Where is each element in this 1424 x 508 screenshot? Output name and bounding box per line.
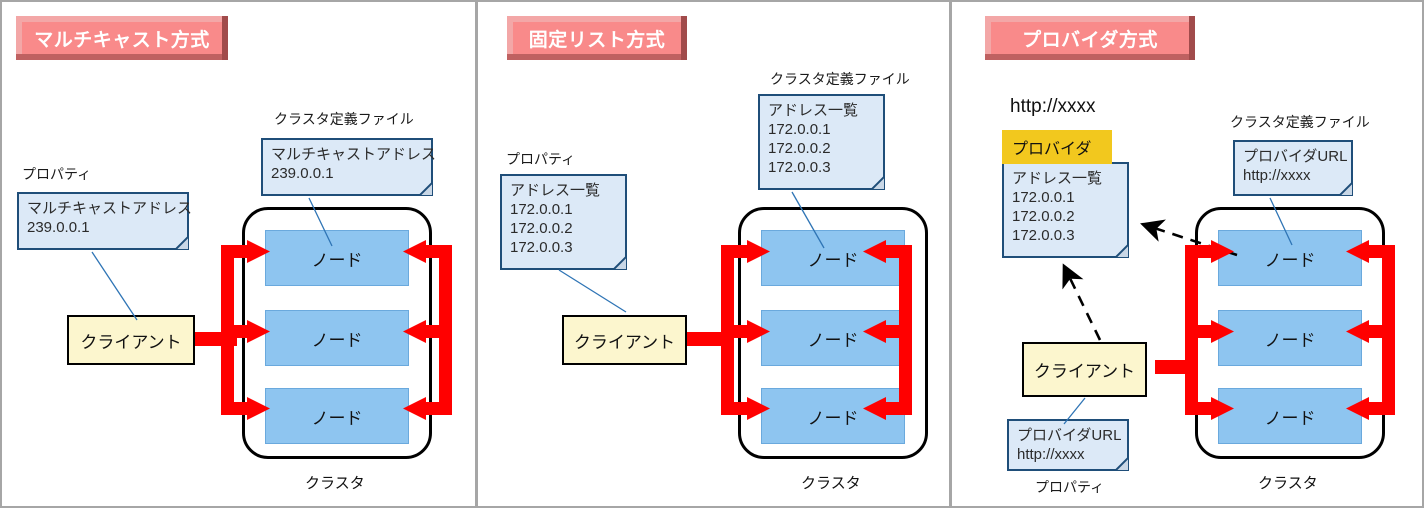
property-note: プロバイダURL http://xxxx [1007, 419, 1129, 471]
banner-bevel-left [985, 16, 991, 60]
node-label: ノード [1264, 250, 1316, 270]
property-note-text: プロバイダURL http://xxxx [1017, 427, 1122, 463]
panel-title-label: 固定リスト方式 [528, 29, 666, 51]
panel-title-banner-multicast: マルチキャスト方式 [16, 16, 228, 60]
banner-bevel-bottom [985, 54, 1195, 60]
panel-title-label: プロバイダ方式 [1022, 29, 1158, 51]
node-label: ノード [1264, 408, 1316, 428]
banner-bevel-right [681, 16, 687, 60]
panel-divider-2 [949, 2, 952, 506]
note-fold-corner-icon [173, 234, 189, 250]
node-label: ノード [311, 408, 363, 428]
property-note-text: マルチキャストアドレス 239.0.0.1 [27, 200, 193, 236]
note-fold-corner-icon [1337, 180, 1353, 196]
client-box: クライアント [67, 315, 195, 365]
panel-fixed-list: 固定リスト方式 クラスタ定義ファイル アドレス一覧 172.0.0.1 172.… [478, 2, 949, 506]
cluster-definition-file-note: プロバイダURL http://xxxx [1233, 140, 1353, 196]
cluster-label: クラスタ [1258, 475, 1318, 492]
banner-bevel-right [1189, 16, 1195, 60]
node-box: ノード [1218, 310, 1362, 366]
cluster-file-caption: クラスタ定義ファイル [770, 71, 910, 87]
cluster-label: クラスタ [801, 475, 861, 492]
banner-bevel-bottom [16, 54, 228, 60]
node-label: ノード [311, 250, 363, 270]
provider-tag-label: プロバイダ [1012, 141, 1092, 158]
property-caption: プロパティ [506, 151, 576, 167]
property-caption: プロパティ [1035, 479, 1105, 495]
node-box: ノード [761, 388, 905, 444]
node-box: ノード [761, 310, 905, 366]
client-box: クライアント [562, 315, 687, 365]
banner-face: マルチキャスト方式 [22, 22, 222, 54]
cluster-file-note-text: プロバイダURL http://xxxx [1243, 148, 1348, 184]
client-label: クライアント [80, 332, 182, 352]
client-box: クライアント [1022, 342, 1147, 397]
provider-tag: プロバイダ [1002, 130, 1112, 164]
note-fold-corner-icon [869, 174, 885, 190]
node-box: ノード [265, 230, 409, 286]
node-label: ノード [311, 330, 363, 350]
note-fold-corner-icon [611, 254, 627, 270]
node-box: ノード [265, 310, 409, 366]
cluster-definition-file-note: アドレス一覧 172.0.0.1 172.0.0.2 172.0.0.3 [758, 94, 885, 190]
panel-multicast: マルチキャスト方式 クラスタ定義ファイル マルチキャストアドレス 239.0.0… [2, 2, 475, 506]
node-box: ノード [265, 388, 409, 444]
note-fold-corner-icon [1113, 242, 1129, 258]
panel-provider: プロバイダ方式 http://xxxx アドレス一覧 172.0.0.1 172… [952, 2, 1422, 506]
node-label: ノード [807, 330, 859, 350]
cluster-file-caption: クラスタ定義ファイル [1230, 114, 1370, 130]
note-fold-corner-icon [1113, 455, 1129, 471]
banner-bevel-bottom [507, 54, 687, 60]
client-label: クライアント [573, 332, 676, 352]
cluster-definition-file-note: マルチキャストアドレス 239.0.0.1 [261, 138, 437, 196]
banner-bevel-top [985, 16, 1195, 22]
banner-face: プロバイダ方式 [991, 22, 1189, 54]
property-note: マルチキャストアドレス 239.0.0.1 [17, 192, 193, 250]
panel-title-label: マルチキャスト方式 [34, 29, 210, 51]
node-box: ノード [1218, 230, 1362, 286]
cluster-file-note-text: アドレス一覧 172.0.0.1 172.0.0.2 172.0.0.3 [768, 102, 859, 176]
provider-address-list-text: アドレス一覧 172.0.0.1 172.0.0.2 172.0.0.3 [1012, 170, 1103, 244]
property-caption: プロパティ [22, 166, 92, 182]
node-box: ノード [761, 230, 905, 286]
banner-bevel-left [507, 16, 513, 60]
note-fold-corner-icon [417, 180, 433, 196]
node-label: ノード [807, 408, 859, 428]
banner-face: 固定リスト方式 [513, 22, 681, 54]
banner-bevel-right [222, 16, 228, 60]
property-note: アドレス一覧 172.0.0.1 172.0.0.2 172.0.0.3 [500, 174, 627, 270]
client-label: クライアント [1033, 362, 1136, 381]
panel-title-banner-fixed-list: 固定リスト方式 [507, 16, 687, 60]
provider-url-text: http://xxxx [1010, 96, 1096, 117]
panel-title-banner-provider: プロバイダ方式 [985, 16, 1195, 60]
banner-bevel-top [16, 16, 228, 22]
cluster-file-caption: クラスタ定義ファイル [274, 111, 414, 127]
banner-bevel-left [16, 16, 22, 60]
cluster-label: クラスタ [305, 475, 365, 492]
provider-address-list-note: アドレス一覧 172.0.0.1 172.0.0.2 172.0.0.3 [1002, 162, 1129, 258]
property-note-text: アドレス一覧 172.0.0.1 172.0.0.2 172.0.0.3 [510, 182, 601, 256]
node-label: ノード [807, 250, 859, 270]
node-box: ノード [1218, 388, 1362, 444]
banner-bevel-top [507, 16, 687, 22]
panel-divider-1 [475, 2, 478, 506]
node-label: ノード [1264, 330, 1316, 350]
cluster-file-note-text: マルチキャストアドレス 239.0.0.1 [271, 146, 437, 182]
